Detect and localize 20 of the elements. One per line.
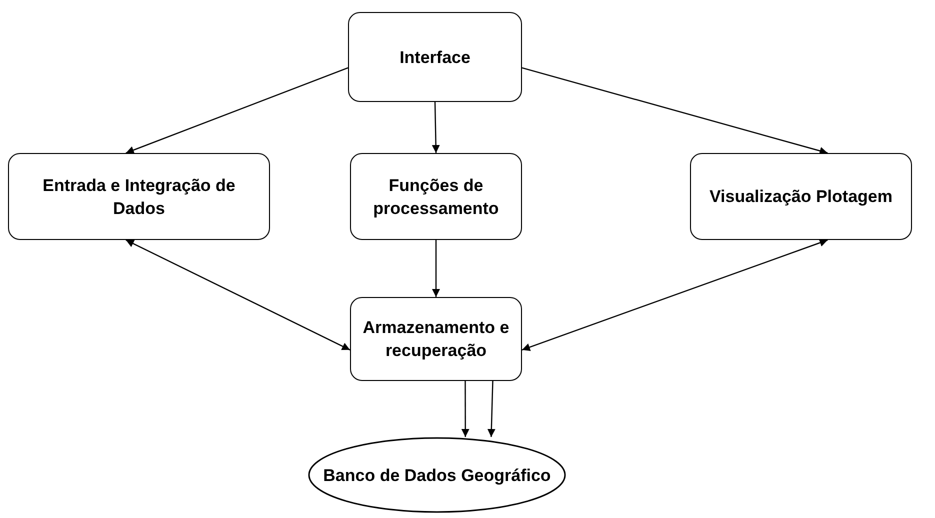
arrow [432, 102, 440, 154]
process-box [690, 153, 912, 240]
box-label: Armazenamento e recuperação [362, 317, 510, 362]
arrow [522, 238, 828, 351]
arrow [126, 67, 348, 154]
box-label: Interface [398, 46, 472, 68]
arrow [126, 239, 350, 350]
arrow [487, 380, 496, 438]
box-label: Entrada e Integração de Dados [42, 174, 236, 220]
box-label: Funções de processamento [372, 174, 500, 220]
process-box [350, 297, 522, 381]
database-ellipse [308, 437, 566, 513]
box-label: Banco de Dados Geográfico [322, 464, 552, 486]
box-label: Visualização Plotagem [708, 186, 894, 208]
process-box [348, 12, 522, 102]
arrow [461, 381, 470, 437]
process-box [8, 153, 270, 240]
arrow [522, 67, 828, 155]
process-box [350, 153, 522, 240]
arrow [432, 240, 440, 297]
